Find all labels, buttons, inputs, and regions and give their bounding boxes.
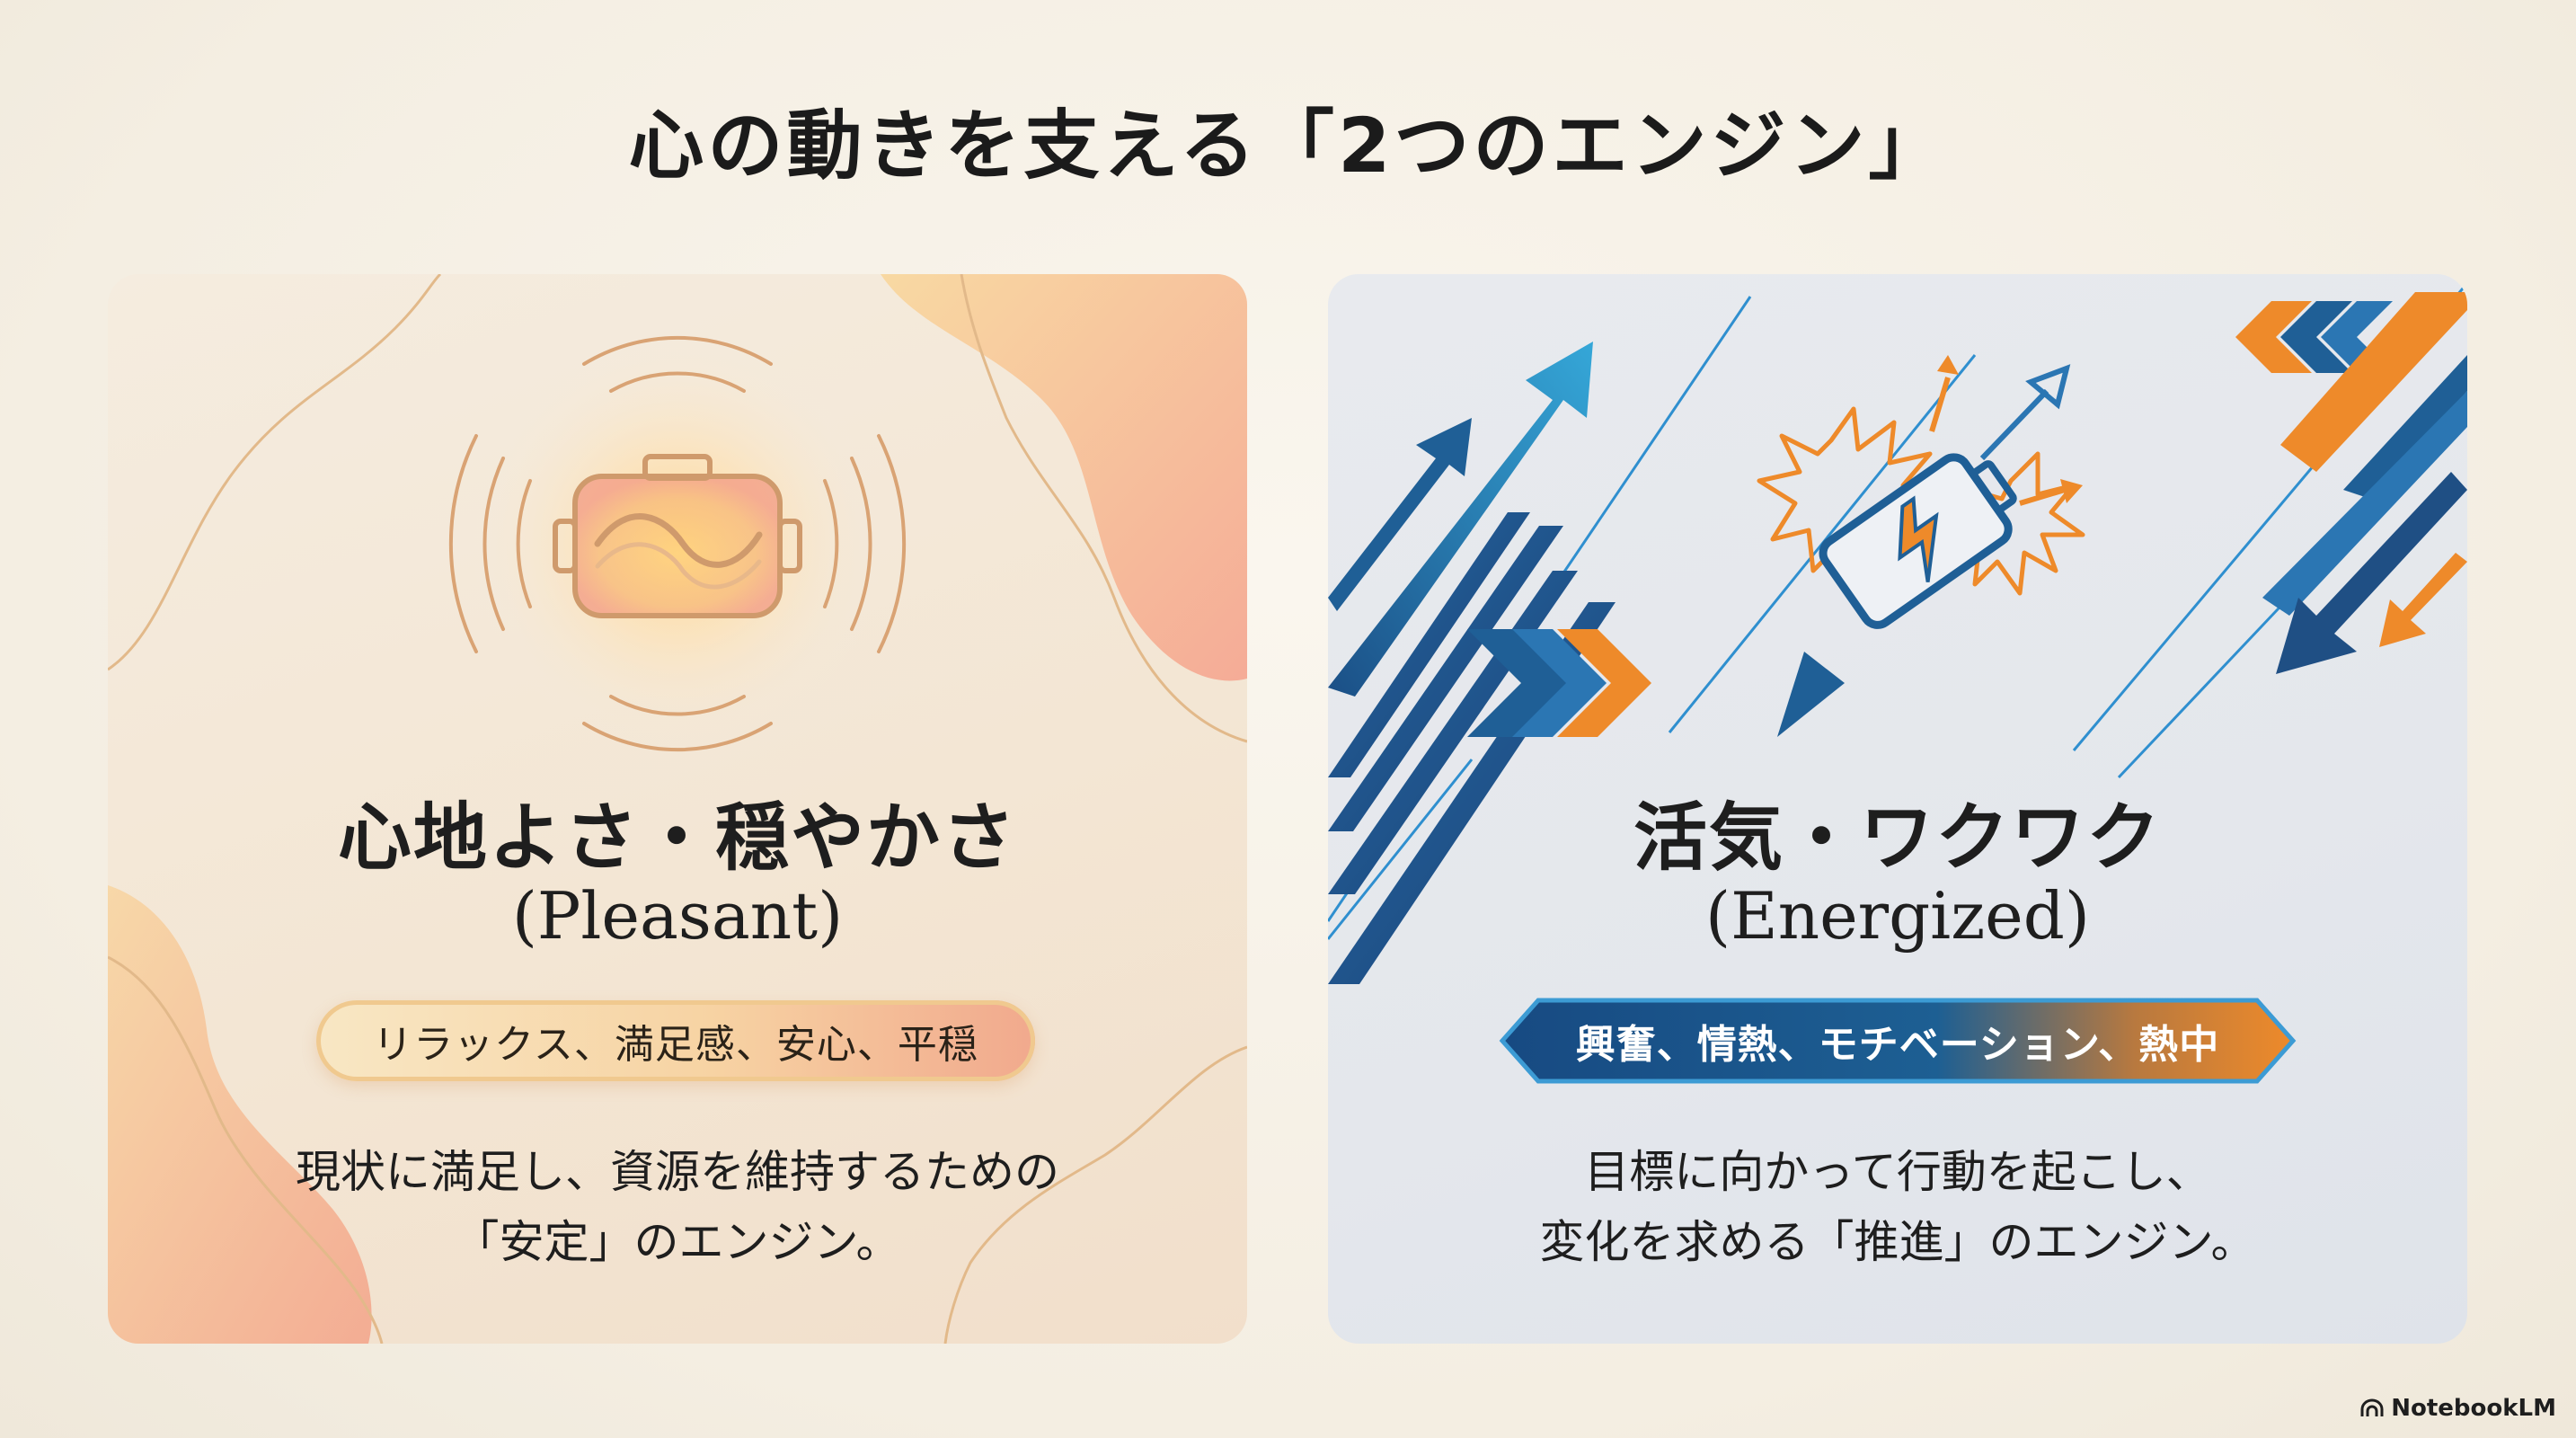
- calm-waves-icon: [448, 335, 907, 752]
- desc-energized: 目標に向かって行動を起こし、 変化を求める「推進」のエンジン。: [1328, 1137, 2467, 1277]
- card-subtitle-energized: (Energized): [1705, 878, 2090, 954]
- desc-energized-line1: 目標に向かって行動を起こし、: [1584, 1146, 2211, 1198]
- page-title: 心の動きを支える「2つのエンジン」: [628, 102, 1948, 190]
- card-title-energized: 活気・ワクワク: [1633, 795, 2162, 881]
- brand-logo: NotebookLM: [2360, 1395, 2556, 1422]
- card-pleasant: 心地よさ・穏やかさ (Pleasant) リラックス、満足感、安心、平穏 現状に…: [108, 274, 1247, 1344]
- desc-pleasant-line2: 「安定」のエンジン。: [454, 1216, 901, 1268]
- pleasant-background-illustration: [108, 274, 1247, 1344]
- desc-pleasant: 現状に満足し、資源を維持するための 「安定」のエンジン。: [108, 1137, 1247, 1277]
- tag-pleasant: リラックス、満足感、安心、平穏: [316, 1000, 1035, 1081]
- calm-battery-icon: [553, 454, 802, 618]
- tag-energized-shape: [1499, 998, 2297, 1084]
- card-subtitle-pleasant: (Pleasant): [511, 878, 844, 954]
- card-energized: 活気・ワクワク (Energized) 興奮、情熱、モチベーション、熱中 目標に…: [1328, 274, 2467, 1344]
- desc-energized-line2: 変化を求める「推進」のエンジン。: [1539, 1216, 2256, 1268]
- card-title-pleasant: 心地よさ・穏やかさ: [337, 795, 1017, 881]
- notebooklm-logo-icon: [2360, 1398, 2384, 1416]
- brand-name: NotebookLM: [2391, 1395, 2556, 1422]
- energized-battery-icon: [1757, 355, 2085, 737]
- tag-energized: 興奮、情熱、モチベーション、熱中: [1575, 1022, 2220, 1068]
- energized-background-illustration: [1328, 282, 2467, 984]
- desc-pleasant-line1: 現状に満足し、資源を維持するための: [296, 1146, 1059, 1198]
- tag-energized-container: 興奮、情熱、モチベーション、熱中: [1499, 997, 2297, 1085]
